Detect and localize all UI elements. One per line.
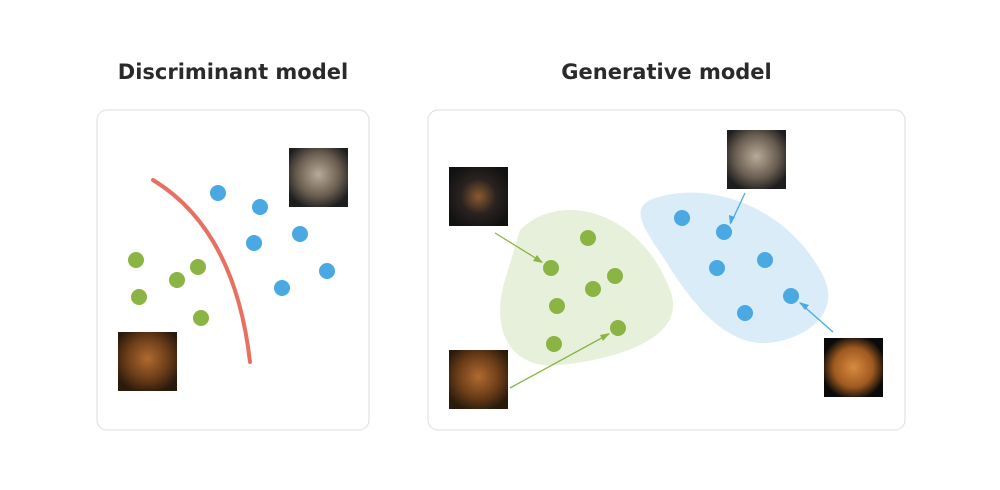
discriminant-model-title: Discriminant model [117,60,349,84]
green-point [585,281,601,297]
blue-point [674,210,690,226]
blue-point [737,305,753,321]
green-point [193,310,209,326]
blue-point [246,235,262,251]
green-point [131,289,147,305]
blue-point [210,185,226,201]
cat-image [824,338,883,397]
blue-point [274,280,290,296]
blue-point [716,224,732,240]
green-point [580,230,596,246]
dog-image [118,332,177,391]
blue-point [292,226,308,242]
green-point [128,252,144,268]
arrowhead [533,255,543,263]
blue-point [783,288,799,304]
blue-region [640,192,829,344]
green-point [546,336,562,352]
green-point [190,259,206,275]
green-point [607,268,623,284]
blue-point [709,260,725,276]
green-point [610,320,626,336]
generative-model-title: Generative model [561,60,772,84]
blue-point [252,199,268,215]
arrowhead [729,215,735,225]
arrowhead [600,333,610,341]
dog-image [449,167,508,226]
arrowhead [799,302,809,310]
blue-point [319,263,335,279]
green-point [549,298,565,314]
blue-point [757,252,773,268]
decision-boundary [151,178,252,364]
green-point [169,272,185,288]
cat-image [727,130,786,189]
green-point [543,260,559,276]
arrow [494,232,543,263]
cat-image [289,148,348,207]
arrow [509,333,610,389]
dog-image [449,350,508,409]
